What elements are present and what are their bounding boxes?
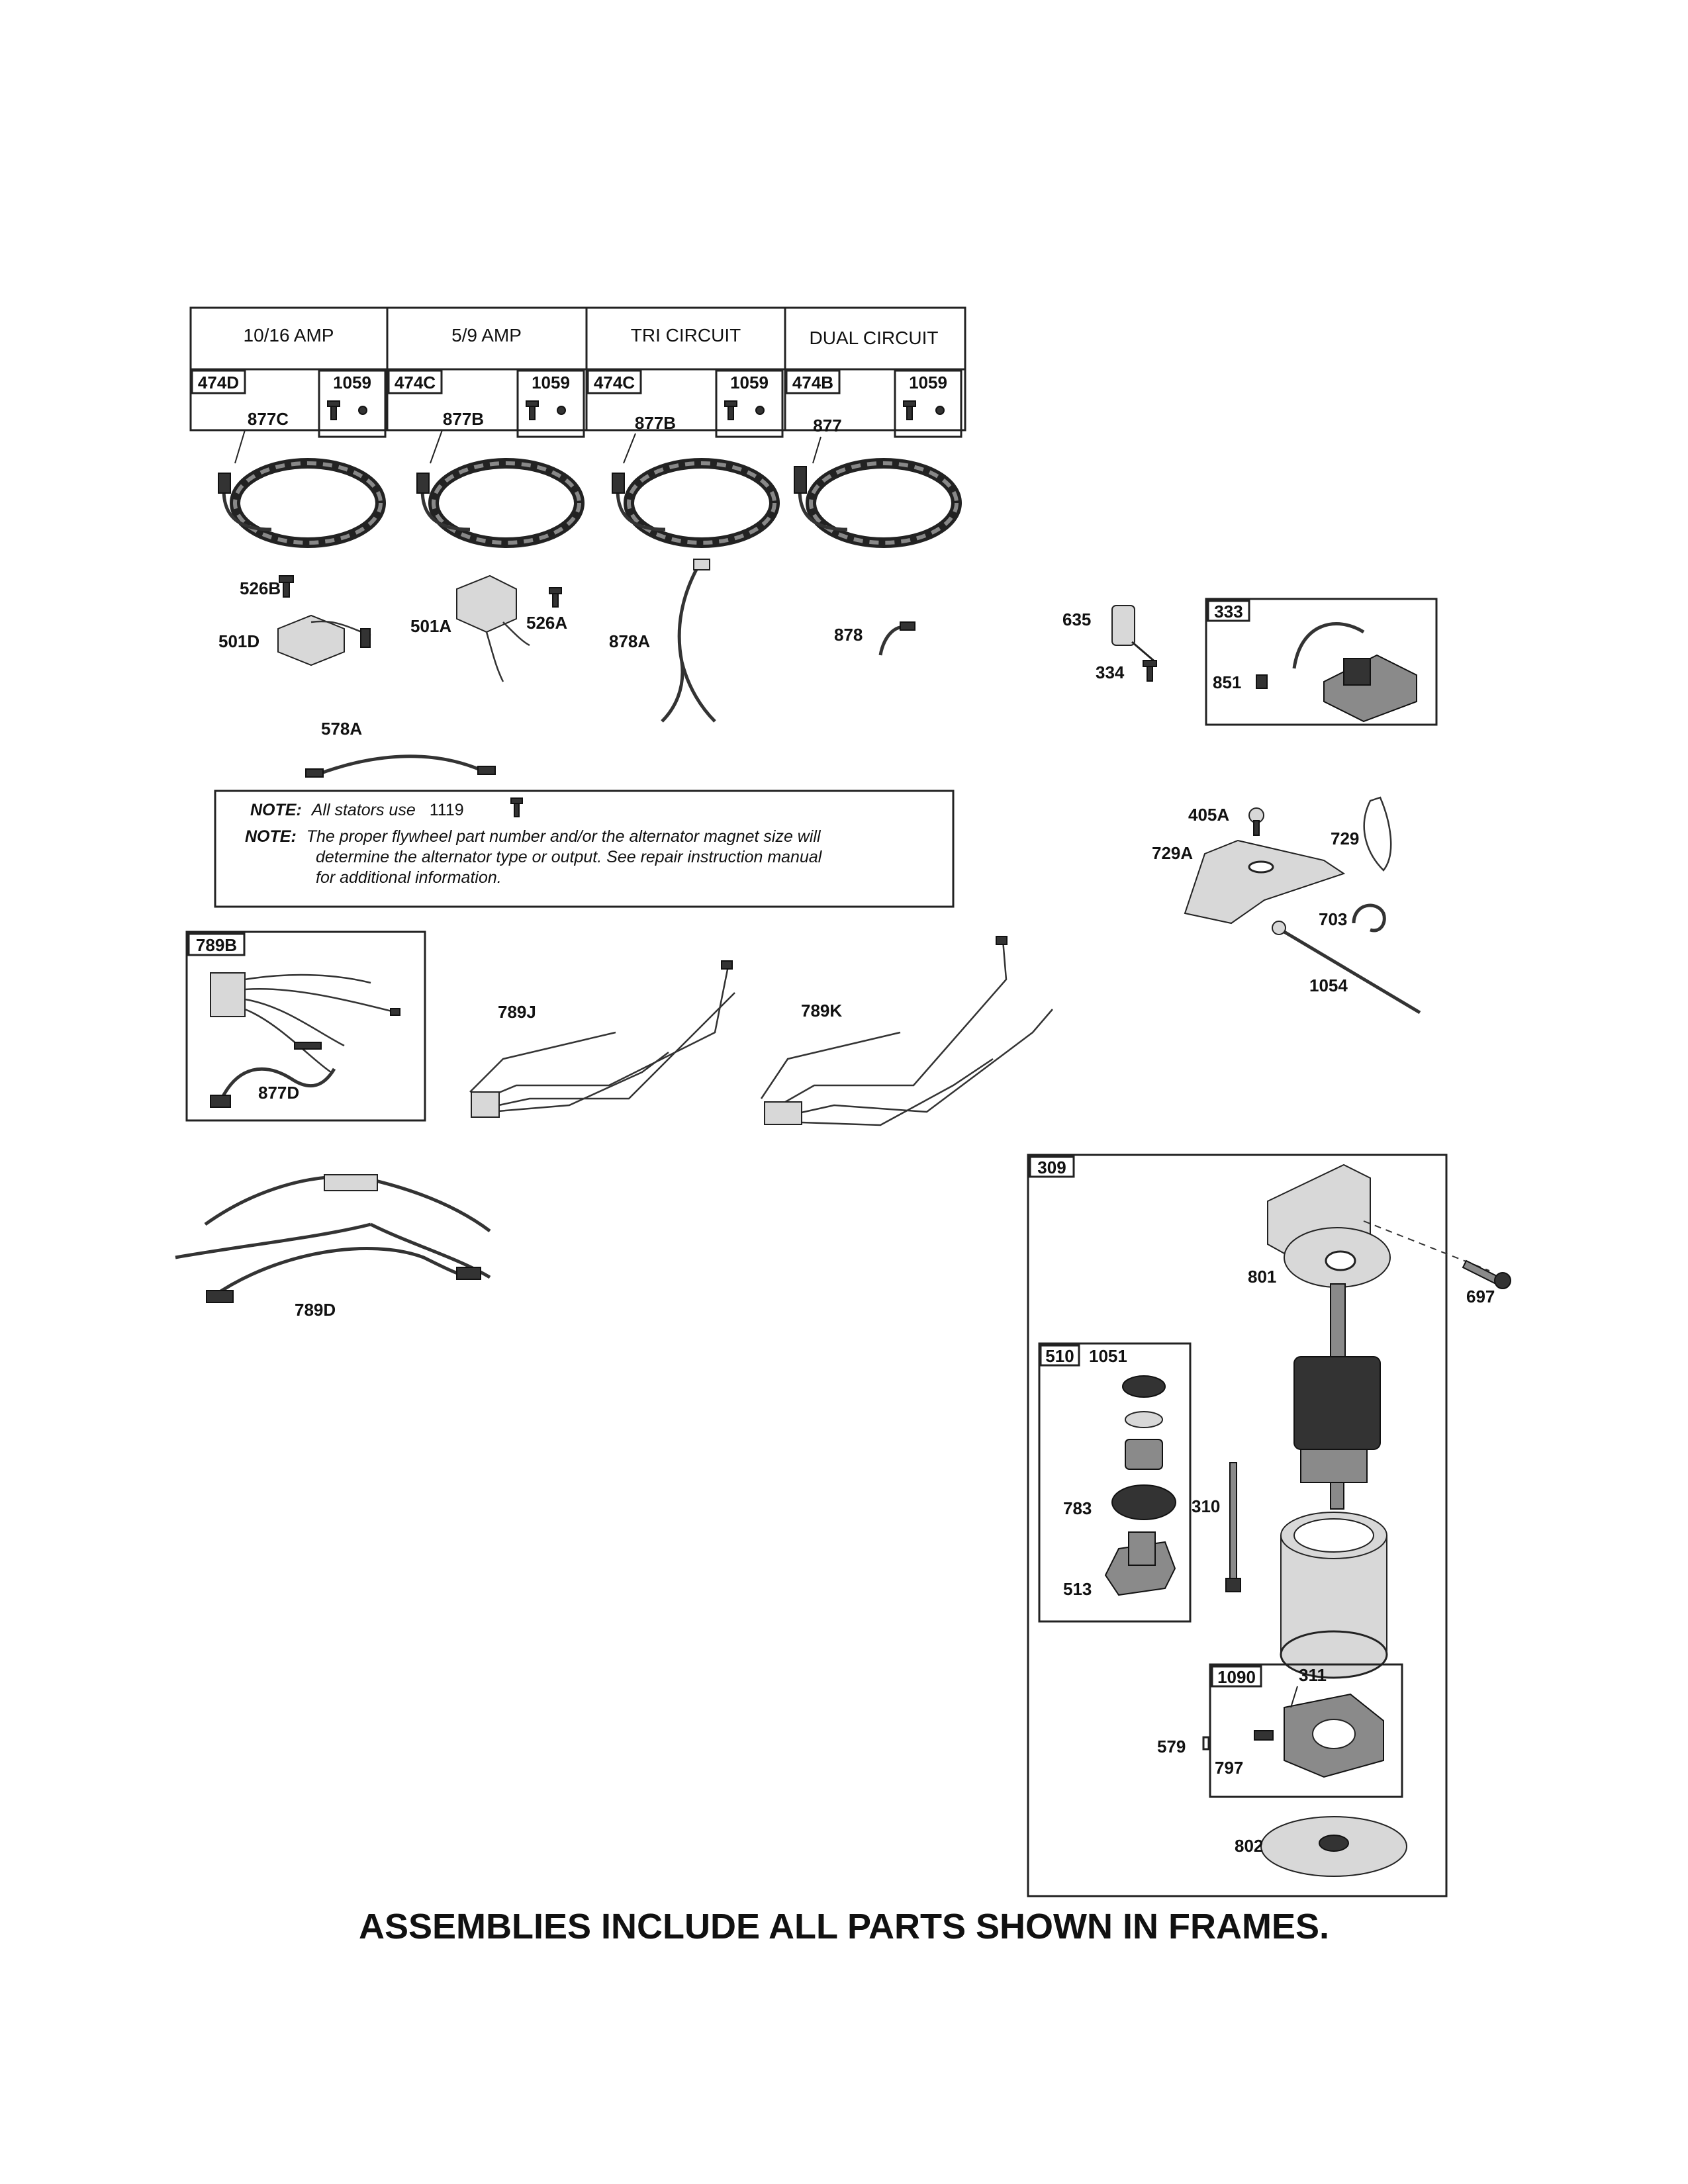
screw-icon [549,587,562,608]
wire-connector-icon [210,972,400,1108]
part-311-label: 311 [1299,1665,1327,1685]
terminal-clip-icon [878,621,915,656]
part-501D-label: 501D [218,631,259,651]
part-851-label: 851 [1213,672,1241,692]
frame-789B [185,931,426,1122]
part-783-label: 783 [1063,1498,1092,1518]
part-309-label: 309 [1037,1158,1066,1177]
shield-plate-icon [1184,839,1346,925]
frame-309 [1027,1154,1448,1897]
part-729-label: 729 [1331,829,1359,848]
note-line-2: NOTE: The proper flywheel part number an… [245,827,821,846]
part-578A-label: 578A [321,719,362,739]
assembly-474C-label-1: 474C [395,373,436,392]
part-526A-label: 526A [526,613,567,633]
bolt-icon [1462,1259,1511,1289]
wiring-harness-icon [469,960,735,1118]
part-579-label: 579 [1157,1737,1186,1756]
part-697-label: 697 [1466,1287,1495,1306]
part-405A-label: 405A [1188,805,1229,825]
part-501A-label: 501A [410,616,451,636]
through-bolt-icon [1225,1462,1241,1592]
cable-tie-icon [1363,796,1392,872]
part-510-label: 510 [1045,1346,1074,1366]
screw-icon [279,575,294,598]
note-line-1: NOTE: All stators use 1119 [250,801,464,819]
part-703-label: 703 [1319,909,1347,929]
part-635-label: 635 [1062,610,1091,629]
part-333-label: 333 [1214,602,1243,621]
stator-877C-label: 877C [248,409,289,429]
rectifier-module-icon [277,614,371,666]
column-header-dual-circuit: DUAL CIRCUIT [810,328,939,348]
wire-harness-icon [661,559,716,723]
drive-gear-stack-icon [1104,1375,1176,1596]
assembly-474C-label-2: 474C [594,373,635,392]
part-797-label: 797 [1215,1758,1243,1778]
part-729A-label: 729A [1152,843,1193,863]
stator-877-label: 877 [813,416,841,435]
part-334-label: 334 [1096,662,1125,682]
part-789D-label: 789D [295,1300,336,1320]
assembly-474B-label: 474B [792,373,833,392]
assembly-474D-label: 474D [198,373,239,392]
note-box: NOTE: All stators use 1119 NOTE: The pro… [214,790,955,908]
note-line-4: for additional information. [316,868,502,887]
stator-877B-label-1: 877B [443,409,484,429]
screw-icon [327,400,945,420]
brush-holder-icon [1254,1686,1384,1778]
part-513-label: 513 [1063,1579,1092,1599]
part-310-label: 310 [1192,1496,1220,1516]
part-801-label: 801 [1248,1267,1276,1287]
motor-housing-icon [1280,1512,1388,1679]
spark-plug-boot-icon [1111,605,1156,663]
wiring-harness-icon [760,936,1053,1126]
part-878-label: 878 [834,625,863,645]
wiring-harness-icon [175,1174,491,1303]
drive-end-bracket-icon [1267,1163,1391,1288]
ignition-armature-icon [1256,622,1417,723]
screw-icon [1248,807,1264,836]
note-line-3: determine the alternator type or output.… [316,848,823,866]
part-1054-label: 1054 [1309,976,1348,995]
ground-wire-icon [305,754,496,778]
stator-coil-icon [218,430,962,548]
kit-1059-label-1: 1059 [333,373,371,392]
kit-1059-label-4: 1059 [909,373,947,392]
part-1051-label: 1051 [1089,1346,1127,1366]
frame-510 [1038,1342,1192,1623]
kit-1059-label-2: 1059 [532,373,570,392]
column-header-10-16-amp: 10/16 AMP [244,325,334,345]
part-802-label: 802 [1235,1836,1263,1856]
part-877D-label: 877D [258,1083,299,1103]
end-cap-icon [1260,1816,1407,1877]
part-878A-label: 878A [609,631,650,651]
frame-333 [1205,598,1438,726]
column-header-5-9-amp: 5/9 AMP [451,325,522,345]
column-header-tri-circuit: TRI CIRCUIT [631,325,741,345]
wire-tie-icon [1272,921,1421,1015]
frame-1090 [1209,1663,1403,1798]
stator-table: 10/16 AMP 474D 1059 877C 5/9 AMP 474C 10… [189,306,966,548]
part-789K-label: 789K [801,1001,842,1021]
armature-icon [1293,1283,1381,1510]
part-789B-label: 789B [196,935,237,955]
part-789J-label: 789J [498,1002,536,1022]
regulator-icon [456,574,530,682]
part-526B-label: 526B [240,578,281,598]
clamp-icon [1352,903,1386,933]
stator-877B-label-2: 877B [635,413,676,433]
assemblies-footer-note: ASSEMBLIES INCLUDE ALL PARTS SHOWN IN FR… [358,1907,1330,1946]
kit-1059-label-3: 1059 [730,373,769,392]
screw-icon [1143,660,1157,682]
part-1090-label: 1090 [1217,1667,1256,1687]
screw-icon [510,797,523,817]
